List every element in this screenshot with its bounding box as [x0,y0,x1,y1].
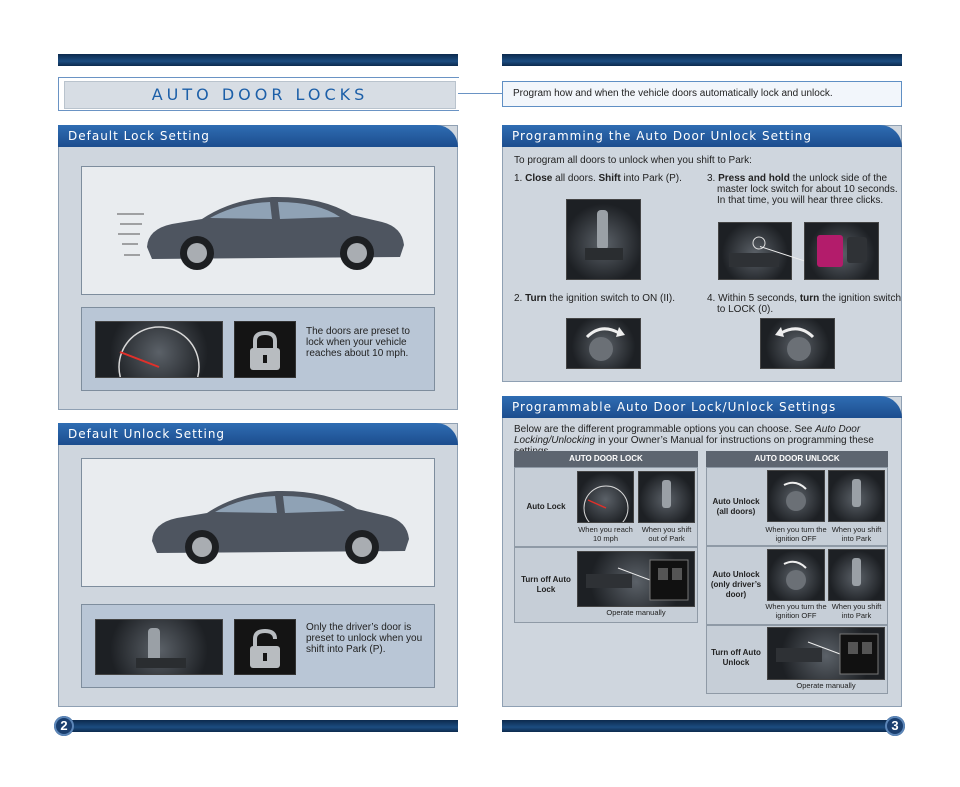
step-4-pre: Within 5 seconds, [718,293,798,304]
step-1-shifter-image [566,199,641,280]
auto-unlock-driver-shifter-image [828,549,885,601]
default-lock-text: The doors are preset to lock when your v… [306,326,410,359]
step-1-mid: all doors. [555,173,596,184]
lock-open-icon [250,628,280,668]
ignition-on-image [566,318,641,369]
auto-unlock-all-ignition-image [767,470,825,522]
programmable-heading: Programmable Auto Door Lock/Unlock Setti… [502,396,902,418]
top-bar-left [58,54,458,66]
step-4-rest: the ignition switch to LOCK (0). [717,293,902,315]
step-1-number: 1. [514,173,523,184]
car-image-unlock [81,458,435,587]
master-lock-switch-image [718,222,792,280]
ignition-lock-image [760,318,835,369]
title-connector-line [458,93,502,94]
auto-lock-caption-1: When you reach 10 mph [578,525,633,543]
page-number-left: 2 [54,716,74,736]
ignition-key-graphic [775,327,815,361]
default-unlock-heading: Default Unlock Setting [58,423,458,445]
auto-unlock-driver-label: Auto Unlock (only driver’s door) [710,570,762,599]
speedometer-gauge [118,326,200,408]
shifter-graphic [136,628,186,668]
ignition-key-graphic [585,327,625,361]
auto-door-lock-header: AUTO DOOR LOCK [514,451,698,467]
programmable-intro-pre: Below are the different programmable opt… [514,424,813,435]
switch-panel-graphic [729,236,779,267]
top-bar-right [502,54,902,66]
programmable-intro-italic: Auto Door Locking/Unlocking [514,424,861,446]
programming-heading: Programming the Auto Door Unlock Setting [502,125,902,147]
step-1-end: into Park (P). [623,173,682,184]
step-4-turn: turn [799,293,820,304]
bottom-bar-right [502,720,902,732]
speedometer-gauge [583,485,629,531]
auto-lock-caption-2: When you shift out of Park [641,525,692,543]
unlocked-padlock-image [234,619,296,675]
step-2-number: 2. [514,293,523,304]
auto-lock-speedo-image [577,471,634,531]
shifter-graphic [852,479,861,507]
auto-unlock-driver-caption-2: When you shift into Park [831,602,882,620]
step-2-turn: Turn [525,293,547,304]
ignition-key-graphic [783,560,807,590]
unlock-switch-graphic [817,235,867,267]
step-1: 1. Close all doors. Shift into Park (P). [514,173,694,184]
step-1-shift: Shift [598,173,621,184]
programming-intro: To program all doors to unlock when you … [514,155,752,166]
page-number-right: 3 [885,716,905,736]
shifter-graphic [852,558,861,586]
auto-unlock-driver-ignition-image [767,549,825,601]
intro-text: Program how and when the vehicle doors a… [502,81,902,107]
sedan-illustration [117,196,404,270]
step-3-number: 3. [707,173,716,184]
step-4: 4. Within 5 seconds, turn the ignition s… [707,293,902,315]
bottom-bar-left [58,720,458,732]
step-3: 3. Press and hold the unlock side of the… [707,173,902,206]
shifter-graphic [585,210,623,260]
unlock-button-closeup [804,222,879,280]
turn-off-auto-lock-label: Turn off Auto Lock [521,575,571,594]
car-image-lock [81,166,435,295]
auto-unlock-all-shifter-image [828,470,885,522]
title-bracket [58,77,459,111]
shifter-graphic [662,480,671,508]
lock-closed-icon [250,330,280,370]
step-4-number: 4. [707,293,716,304]
step-3-rest: the unlock side of the master lock switc… [717,173,898,206]
operate-manually-lock-caption: Operate manually [606,608,666,617]
auto-lock-shifter-image [638,471,695,523]
default-lock-heading: Default Lock Setting [58,125,458,147]
gear-shifter-image [95,619,223,675]
auto-unlock-all-caption-1: When you turn the ignition OFF [765,525,827,543]
auto-door-unlock-header: AUTO DOOR UNLOCK [706,451,888,467]
auto-unlock-driver-caption-1: When you turn the ignition OFF [765,602,827,620]
page-title: AUTO DOOR LOCKS [64,81,456,109]
door-switch-graphic [586,559,689,601]
step-3-press-hold: Press and hold [718,173,790,184]
door-switch-graphic [776,633,879,675]
ignition-key-graphic [783,481,807,511]
operate-manually-unlock-caption: Operate manually [796,681,856,690]
manual-lock-switch-image [577,551,695,607]
turn-off-auto-unlock-label: Turn off Auto Unlock [711,648,761,667]
sedan-illustration [152,490,409,564]
auto-unlock-all-caption-2: When you shift into Park [831,525,882,543]
step-2-rest: the ignition switch to ON (II). [549,293,675,304]
manual-unlock-switch-image [767,627,885,680]
step-2: 2. Turn the ignition switch to ON (II). [514,293,699,304]
auto-lock-label: Auto Lock [526,502,566,511]
step-1-close: Close [525,173,553,184]
locked-padlock-image [234,321,296,378]
speedometer-image [95,321,223,408]
auto-unlock-all-label: Auto Unlock (all doors) [712,497,760,516]
default-unlock-text: Only the driver’s door is preset to unlo… [306,622,423,655]
